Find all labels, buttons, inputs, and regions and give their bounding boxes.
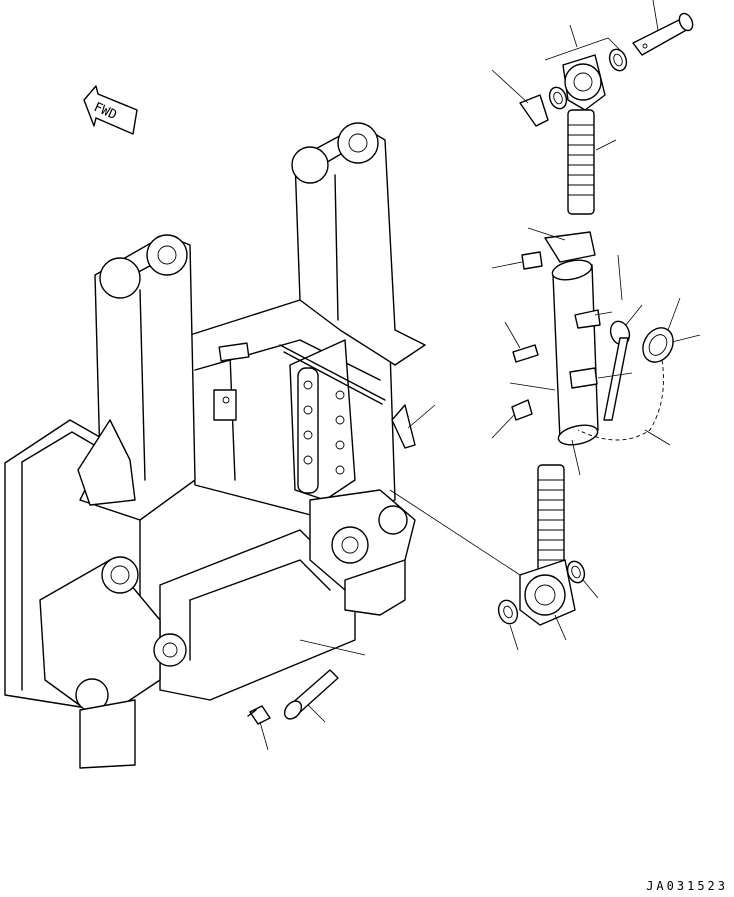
tube-cap (545, 232, 595, 262)
frame-foot-right (345, 560, 405, 615)
main-frame (5, 123, 425, 768)
assembly-line (390, 490, 520, 575)
grease-fitting-upper (522, 252, 542, 269)
threaded-rod-lower (538, 465, 564, 575)
frame-base-plate (160, 530, 355, 700)
washer-top (607, 47, 630, 73)
chain (578, 360, 664, 440)
lock-ring (637, 322, 679, 367)
drawing-code: JA031523 (646, 879, 728, 893)
washer-lower-right (565, 559, 588, 585)
rod-end-lower (520, 560, 575, 625)
top-pin (633, 11, 695, 55)
fwd-arrow-icon: FWD (84, 86, 137, 134)
leader-lines (260, 0, 700, 750)
washer-upper-left (547, 85, 570, 111)
frame-foot-left (80, 700, 135, 768)
grease-fitting-bottom (248, 706, 270, 724)
adjuster-tube (551, 257, 600, 448)
threaded-rod-upper (568, 110, 594, 214)
mounting-pin (281, 670, 338, 722)
small-pin (513, 345, 538, 362)
hitch-pin-cotter (280, 345, 415, 448)
washer-lower-left (495, 598, 520, 627)
lynch-pin-top (520, 95, 548, 126)
rod-end-upper (563, 55, 605, 110)
grease-fitting-lower (512, 400, 532, 420)
lock-handle (604, 338, 628, 420)
